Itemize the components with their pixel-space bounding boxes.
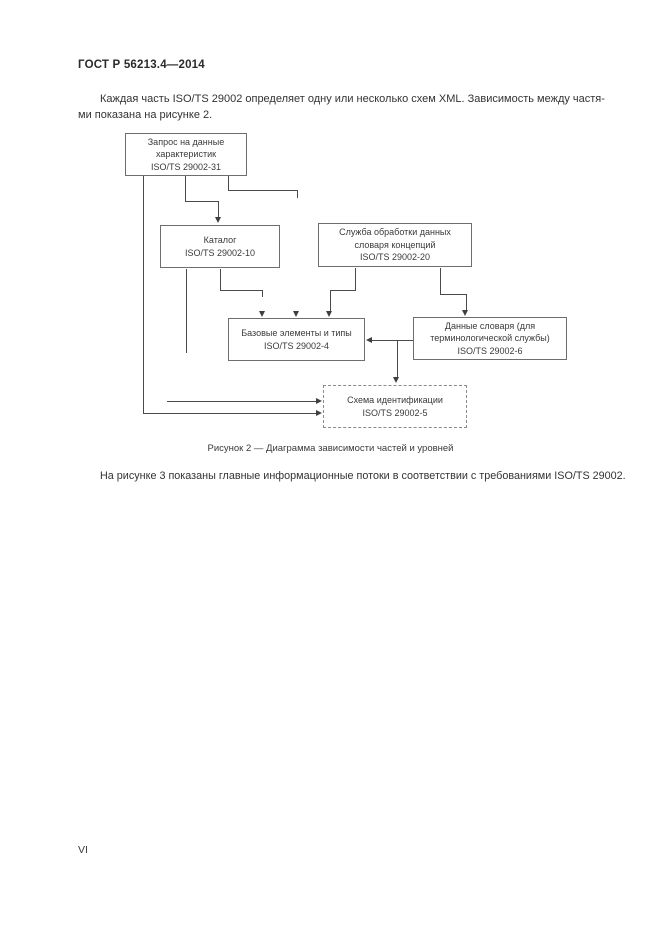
connector-service-dictionary <box>440 268 441 295</box>
body-paragraph-line: Каждая часть ISO/TS 29002 определяет одн… <box>100 93 605 105</box>
box-label-line: Каталог <box>203 235 237 245</box>
arrowhead-left-icon <box>366 337 372 343</box>
box-label-line: ISO/TS 29002-6 <box>457 345 523 356</box>
connector-service-basic <box>330 290 331 311</box>
connector-catalog-basic <box>220 290 263 291</box>
connector-catalog-scheme <box>167 401 316 402</box>
box-label-line: ISO/TS 29002-10 <box>184 247 256 258</box>
connector-catalog-scheme <box>186 269 187 353</box>
diagram-box-catalog-29002-10: Каталог ISO/TS 29002-10 <box>160 225 280 268</box>
box-label-line: Служба обработки данных <box>339 227 451 238</box>
arrowhead-down-icon <box>293 311 299 317</box>
connector-service-basic <box>355 268 356 291</box>
box-label-line: словаря концепций <box>354 239 436 250</box>
arrowhead-right-icon <box>316 410 322 416</box>
box-label-line: ISO/TS 29002-4 <box>263 340 330 351</box>
connector-request-basic <box>228 176 229 191</box>
arrowhead-down-icon <box>462 310 468 316</box>
connector-service-basic <box>330 290 356 291</box>
diagram-box-service-29002-20: Служба обработки данных словаря концепци… <box>318 223 472 267</box>
page-number: VI <box>78 844 88 856</box>
arrowhead-down-icon <box>215 217 221 223</box>
connector-catalog-basic <box>220 269 221 291</box>
connector-request-catalog <box>185 176 186 202</box>
connector-dictionary-basic <box>372 340 413 341</box>
box-label-line: терминологической службы) <box>430 333 550 344</box>
figure-caption: Рисунок 2 — Диаграмма зависимости частей… <box>207 443 454 454</box>
connector-dictionary-scheme <box>397 341 398 378</box>
diagram-box-request-29002-31: Запрос на данные характеристик ISO/TS 29… <box>125 133 247 176</box>
box-label-line: ISO/TS 29002-20 <box>359 252 431 263</box>
box-label-line: Базовые элементы и типы <box>241 328 352 338</box>
connector-request-basic <box>228 190 298 191</box>
arrowhead-right-icon <box>316 398 322 404</box>
box-label-line: ISO/TS 29002-31 <box>150 161 222 172</box>
connector-catalog-basic <box>262 290 263 297</box>
connector-service-dictionary <box>466 294 467 310</box>
connector-request-basic <box>297 190 298 198</box>
arrowhead-down-icon <box>259 311 265 317</box>
box-label-line: Данные словаря (для <box>444 320 536 331</box>
arrowhead-down-icon <box>393 377 399 383</box>
arrowhead-down-icon <box>326 311 332 317</box>
box-label-line: ISO/TS 29002-5 <box>362 407 428 418</box>
box-label-line: характеристик <box>155 149 217 160</box>
diagram-box-identification-scheme-29002-5: Схема идентификации ISO/TS 29002-5 <box>323 385 467 428</box>
box-label-line: Схема идентификации <box>347 395 443 405</box>
body-paragraph-line: ми показана на рисунке 2. <box>78 109 213 121</box>
diagram-box-basic-elements-29002-4: Базовые элементы и типы ISO/TS 29002-4 <box>228 318 365 361</box>
connector-request-scheme <box>143 413 316 414</box>
box-label-line: Запрос на данные <box>147 136 225 147</box>
connector-request-catalog <box>185 201 219 202</box>
connector-request-scheme <box>143 176 144 414</box>
body-paragraph: На рисунке 3 показаны главные информацио… <box>100 470 626 482</box>
connector-request-catalog <box>218 201 219 218</box>
document-number-heading: ГОСТ Р 56213.4—2014 <box>78 59 205 71</box>
diagram-box-dictionary-data-29002-6: Данные словаря (для терминологической сл… <box>413 317 567 360</box>
connector-service-dictionary <box>440 294 467 295</box>
